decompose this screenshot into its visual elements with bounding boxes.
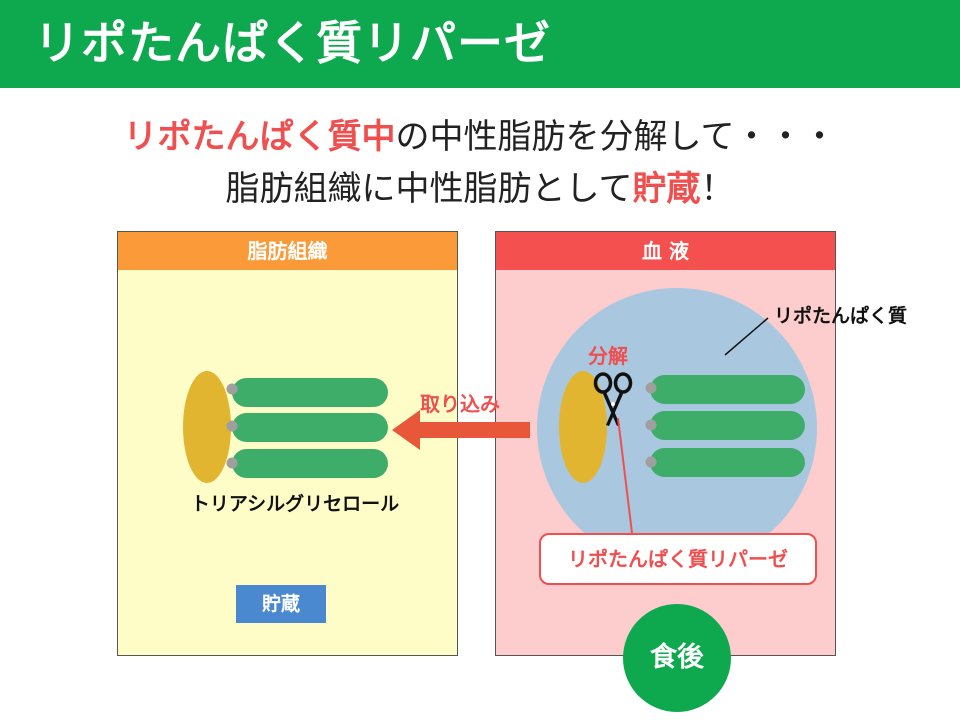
fatty-acid-chain [650, 448, 805, 477]
decomposition-label: 分解 [588, 344, 628, 368]
subtitle-highlight-storage: 貯蔵 [632, 169, 701, 209]
after-meal-badge: 食後 [623, 604, 731, 712]
ester-bond-dot [645, 456, 657, 468]
header-bar: リポたんぱく質リパーゼ [0, 0, 960, 88]
glycerol-backbone [559, 371, 607, 483]
fatty-acid-chain [232, 449, 388, 478]
scissors-icon [593, 372, 633, 426]
subtitle-text-2: 脂肪組織に中性脂肪として [225, 169, 633, 209]
uptake-arrow [392, 410, 530, 450]
fatty-acid-chain [650, 375, 805, 404]
enzyme-pointer-line [617, 417, 633, 534]
triacylglycerol-adipose [183, 371, 388, 483]
ester-bond-dot [645, 419, 657, 431]
glycerol-backbone [183, 371, 231, 483]
subtitle-line-1: リポたんぱく質中の中性脂肪を分解して・・・ [0, 115, 960, 159]
page-title: リポたんぱく質リパーゼ [34, 16, 551, 70]
blood-panel-title: 血 液 [496, 232, 835, 270]
subtitle-line-2: 脂肪組織に中性脂肪として貯蔵！ [0, 167, 960, 211]
ester-bond-dot [226, 420, 238, 432]
lipoprotein-label: リポたんぱく質 [774, 305, 908, 327]
subtitle-highlight-lipoprotein: リポたんぱく質中 [123, 117, 396, 157]
uptake-label: 取り込み [420, 392, 500, 416]
fatty-acid-chain [650, 411, 805, 440]
fatty-acid-chain [232, 378, 388, 407]
lipoprotein-lipase-box: リポたんぱく質リパーゼ [539, 533, 817, 585]
triacylglycerol-label: トリアシルグリセロール [190, 493, 400, 515]
subtitle-text-2-end: ！ [700, 169, 735, 209]
adipose-panel-title: 脂肪組織 [118, 232, 457, 270]
ester-bond-dot [226, 383, 238, 395]
ester-bond-dot [226, 457, 238, 469]
subtitle-text-1: の中性脂肪を分解して・・・ [395, 117, 837, 157]
triacylglycerol-blood [559, 371, 805, 483]
ester-bond-dot [645, 382, 657, 394]
stored-badge: 貯蔵 [236, 585, 326, 623]
fatty-acid-chain [232, 413, 388, 442]
lipoprotein-pointer-line [724, 317, 769, 356]
